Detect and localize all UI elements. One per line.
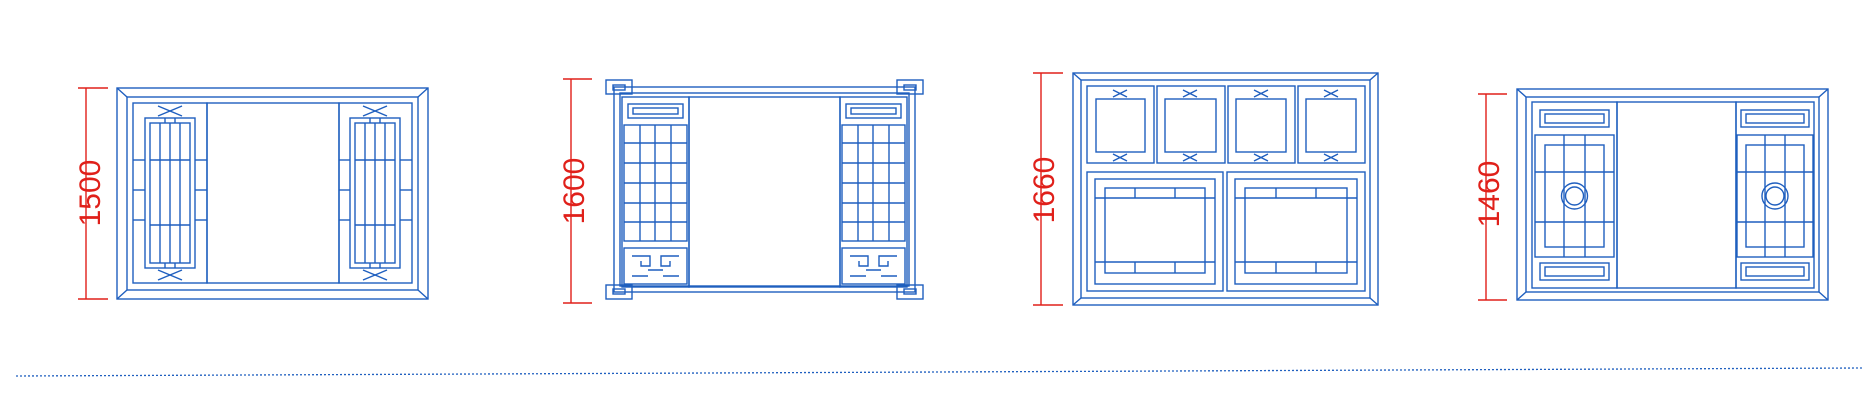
dimension-line-3 [1033, 72, 1063, 306]
window-elevation-3 [1072, 72, 1379, 306]
baseline-dotted-line [15, 367, 1863, 377]
dimension-label-4: 1460 [1473, 161, 1506, 228]
window-elevation-1 [116, 87, 429, 300]
dimension-line-4 [1478, 93, 1507, 301]
dimension-label-1: 1500 [74, 160, 107, 227]
window-elevation-4 [1516, 88, 1829, 301]
dimension-label-2: 1600 [558, 158, 591, 225]
dimension-line-2 [563, 78, 592, 304]
dimension-line-1 [78, 87, 108, 300]
dimension-label-3: 1660 [1028, 157, 1061, 224]
window-elevation-2 [605, 79, 924, 300]
